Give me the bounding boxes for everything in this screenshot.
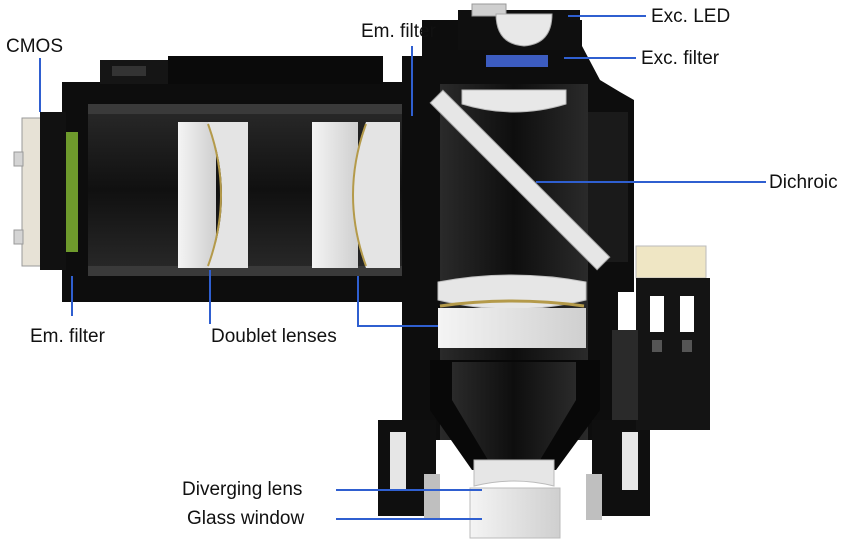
objective-lens-lower	[438, 308, 586, 348]
left-housing-top-notch	[112, 66, 146, 76]
doublet-lens-2-element-b	[352, 122, 400, 268]
right-connector	[636, 278, 710, 430]
exc-filter	[486, 55, 548, 67]
connector-slot-2	[680, 296, 694, 332]
doublet-lens-2-element-a	[312, 122, 358, 268]
cmos-mount	[40, 112, 66, 270]
left-flange-window	[390, 432, 406, 490]
label-em-filter-bottom: Em. filter	[30, 326, 105, 347]
dichroic-mirror	[429, 89, 611, 271]
exc-led	[495, 13, 553, 47]
cmos-pin-1	[13, 151, 24, 167]
glass-window	[469, 487, 561, 539]
em-filter-cmos	[66, 132, 78, 252]
connector-slot-1	[650, 296, 664, 332]
right-bore	[588, 112, 628, 262]
leader-lines	[39, 15, 766, 520]
connector-pin-1	[652, 340, 662, 352]
nose-cone-bore	[452, 362, 576, 460]
right-thread	[586, 474, 602, 520]
diverging-lens	[473, 459, 555, 487]
label-diverging-lens: Diverging lens	[182, 479, 303, 500]
bore-top-edge	[88, 104, 428, 114]
label-doublet-lenses: Doublet lenses	[211, 326, 337, 347]
connector-pin-2	[682, 340, 692, 352]
doublet-lens-2-cement	[352, 123, 367, 267]
label-exc-filter: Exc. filter	[641, 48, 720, 69]
right-board	[635, 245, 707, 279]
right-flange-window	[622, 432, 638, 490]
label-dichroic: Dichroic	[769, 172, 838, 193]
objective-lens-cement	[439, 299, 585, 308]
left-housing-top-block-2	[168, 56, 383, 84]
doublet-lens-1-element-b	[208, 122, 248, 268]
objective-lens-upper	[437, 274, 587, 310]
leader-doublet-2	[357, 276, 438, 327]
label-em-filter-top: Em. filter	[361, 21, 436, 42]
doublet-lens-1-element-a	[178, 122, 216, 268]
label-glass-window: Glass window	[187, 508, 305, 529]
left-thread	[424, 474, 440, 520]
collimating-lens	[461, 89, 567, 113]
doublet-lens-1-cement	[207, 123, 222, 267]
bore-bottom-edge	[88, 266, 428, 276]
led-cap-top	[471, 3, 507, 17]
cmos-pin-2	[13, 229, 24, 245]
right-side-block	[612, 330, 638, 420]
label-exc-led: Exc. LED	[651, 6, 731, 27]
label-cmos: CMOS	[6, 36, 63, 57]
